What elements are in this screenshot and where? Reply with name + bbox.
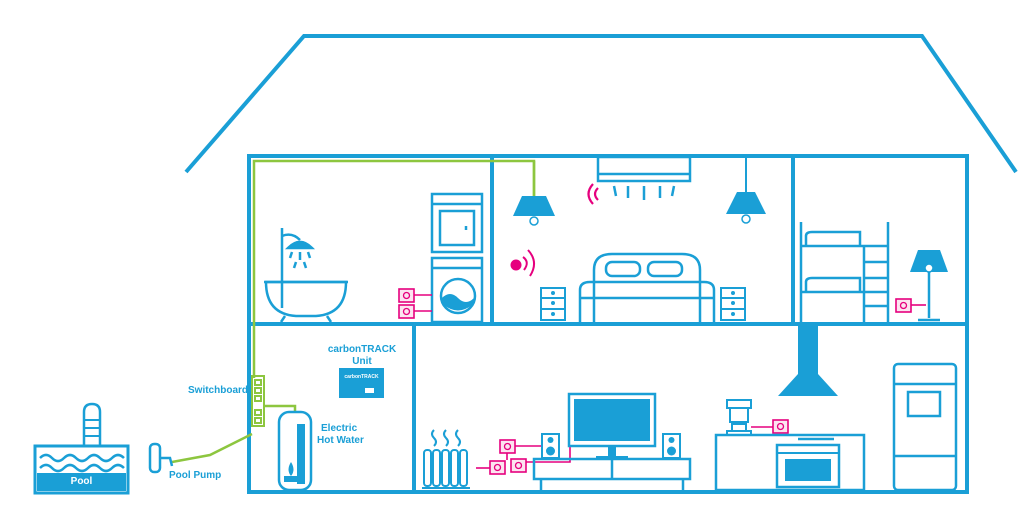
pool-icon: [33, 402, 130, 495]
pool-label: Pool: [70, 476, 93, 487]
smart-plug-icon: [751, 419, 789, 434]
wireless-sensor-icon: [510, 249, 535, 277]
pool-pump-label: Pool Pump: [169, 470, 222, 481]
kitchen-bench-icon: [714, 433, 866, 492]
smart-plug-icon: [398, 288, 432, 303]
carbontrack-unit-label-line1: carbonTRACK: [327, 344, 397, 355]
range-hood-icon: [778, 324, 838, 396]
tv-cabinet-icon: [532, 457, 692, 490]
electric-hot-water-label-line1: Electric: [321, 423, 358, 434]
carbontrack-unit-label: carbonTRACK Unit: [320, 344, 404, 368]
electric-hot-water-label-line2: Hot Water: [317, 435, 364, 446]
bathtub-icon: [264, 228, 348, 323]
smart-plug-icon: [510, 458, 527, 473]
hot-water-tank-icon: [277, 410, 313, 492]
washing-machine-icon: [430, 256, 484, 324]
table-lamp-icon: [910, 250, 948, 322]
electric-hot-water-label: Electric Hot Water: [317, 423, 364, 447]
roof: [184, 34, 1018, 174]
svg-text:carbonTRACK: carbonTRACK: [344, 374, 379, 380]
carbontrack-device: carbonTRACK: [339, 368, 384, 398]
air-conditioner-icon: [596, 155, 692, 200]
smart-plug-icon: [476, 460, 506, 475]
pool-pump-icon: [148, 442, 174, 474]
smart-plug-icon: [895, 298, 926, 313]
switchboard-label: Switchboard: [188, 385, 249, 396]
power-wiring: [171, 159, 536, 464]
ceiling-lamp-icon: [726, 158, 766, 224]
bedside-table-icon: [540, 287, 566, 321]
heater-icon: [422, 429, 470, 489]
ceiling-lamp-icon: [513, 161, 555, 226]
bunk-bed-icon: [799, 222, 890, 322]
smart-plug-icon: [398, 304, 432, 319]
wireless-signal-icon: [587, 183, 599, 205]
switchboard-icon: [251, 375, 265, 427]
speaker-icon: [541, 433, 560, 459]
double-bed-icon: [578, 252, 716, 322]
tv-icon: [567, 392, 657, 459]
refrigerator-icon: [892, 362, 958, 492]
dryer-icon: [430, 192, 484, 254]
smart-plug-icon: [499, 439, 542, 460]
oven-icon: [775, 443, 841, 489]
speaker-icon: [662, 433, 681, 459]
coffee-machine-icon: [726, 399, 752, 436]
carbontrack-unit-label-line2: Unit: [352, 356, 372, 367]
bedside-table-icon: [720, 287, 746, 321]
